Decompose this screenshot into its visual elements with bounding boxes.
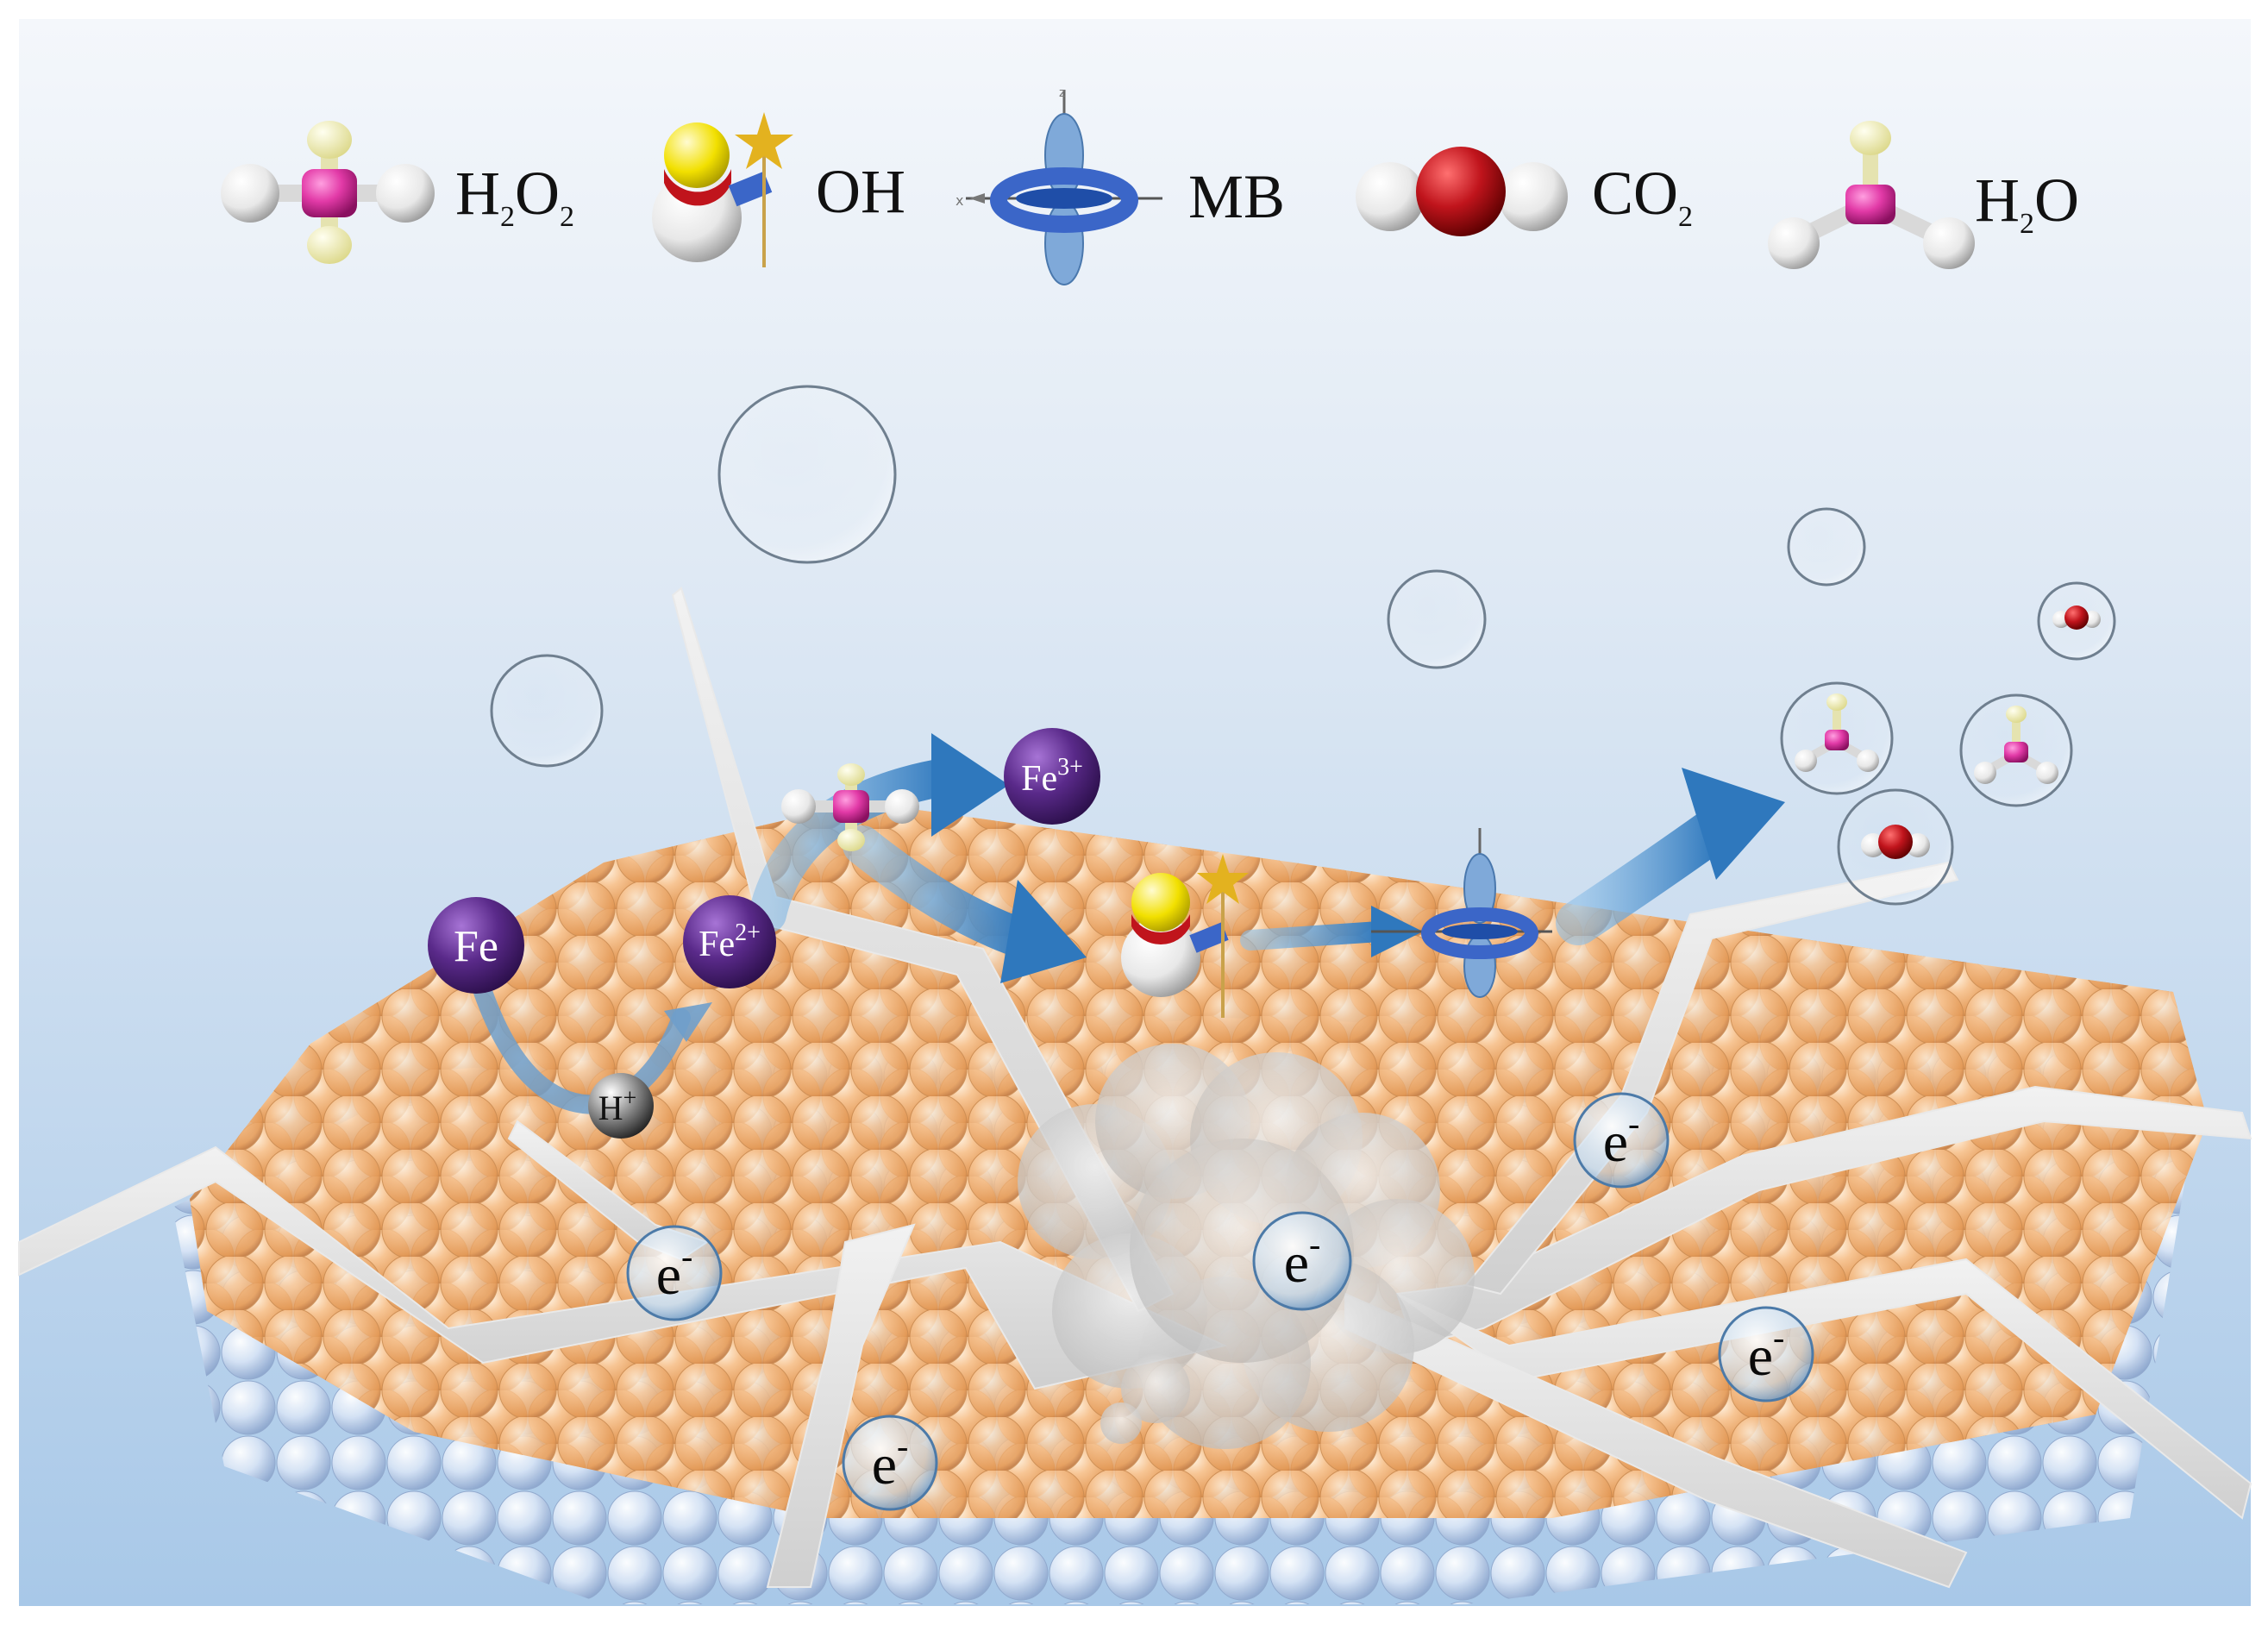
legend-label-mb: MB — [1188, 162, 1285, 231]
arrow-fe2-to-fe3 — [749, 757, 968, 933]
svg-text:e-: e- — [872, 1427, 909, 1496]
oh-radical-surface — [1121, 854, 1249, 1018]
legend-label-oh: OH — [816, 157, 905, 226]
svg-text:x: x — [955, 192, 963, 209]
electron: e- — [626, 1225, 723, 1321]
h2o-bubble — [1780, 681, 1894, 795]
svg-text:Fe3+: Fe3+ — [1021, 754, 1083, 799]
svg-text:e-: e- — [1748, 1318, 1785, 1388]
h2o2-molecule-surface — [781, 763, 919, 851]
svg-text:e-: e- — [1284, 1225, 1321, 1295]
svg-text:e-: e- — [656, 1237, 693, 1307]
arrow-oh-to-mb — [1240, 921, 1390, 951]
bubbles — [490, 385, 1866, 768]
oh-radical-icon — [652, 112, 793, 267]
degradation-cloud — [1018, 1044, 1475, 1449]
co2-bubble — [1837, 788, 1954, 906]
fe2-ion: Fe2+ — [683, 895, 776, 988]
mb-molecule-icon: x z — [955, 86, 1162, 285]
arrow-mb-to-products — [1556, 806, 1739, 945]
bubble — [1787, 507, 1866, 587]
bubble — [1387, 569, 1487, 669]
electron: e- — [1718, 1306, 1814, 1402]
co2-molecule-icon — [1356, 147, 1568, 236]
co2-bubble — [2037, 581, 2116, 661]
electrons: e- e- e- e- e- — [626, 1092, 1814, 1511]
svg-text:e-: e- — [1603, 1104, 1640, 1174]
svg-text:z: z — [1059, 86, 1065, 100]
fe-atom: Fe — [428, 897, 524, 994]
product-bubbles — [1780, 581, 2116, 906]
fe3-ion: Fe3+ — [1004, 728, 1100, 825]
svg-text:Fe: Fe — [454, 922, 498, 971]
bubble — [490, 654, 604, 768]
arrow-h2o2-to-oh — [843, 825, 1046, 960]
h2o-molecule-icon — [1768, 121, 1975, 269]
mb-molecule-surface — [1371, 828, 1552, 998]
electron: e- — [1573, 1092, 1670, 1189]
legend-label-h2o2: H2O2 — [455, 159, 574, 233]
reaction-arrows — [473, 733, 1785, 1114]
h2o2-molecule-icon — [221, 121, 435, 264]
legend: H2O2 OH x z MB — [221, 86, 2079, 285]
legend-label-h2o: H2O — [1975, 166, 2079, 240]
svg-text:Fe2+: Fe2+ — [699, 919, 761, 964]
h-plus-ion: H+ — [588, 1073, 654, 1139]
svg-text:H+: H+ — [598, 1085, 637, 1127]
electron: e- — [842, 1415, 938, 1511]
legend-label-co2: CO2 — [1592, 159, 1693, 233]
bubble — [717, 385, 897, 564]
h2o-bubble — [1959, 693, 2073, 807]
electron: e- — [1252, 1211, 1352, 1311]
